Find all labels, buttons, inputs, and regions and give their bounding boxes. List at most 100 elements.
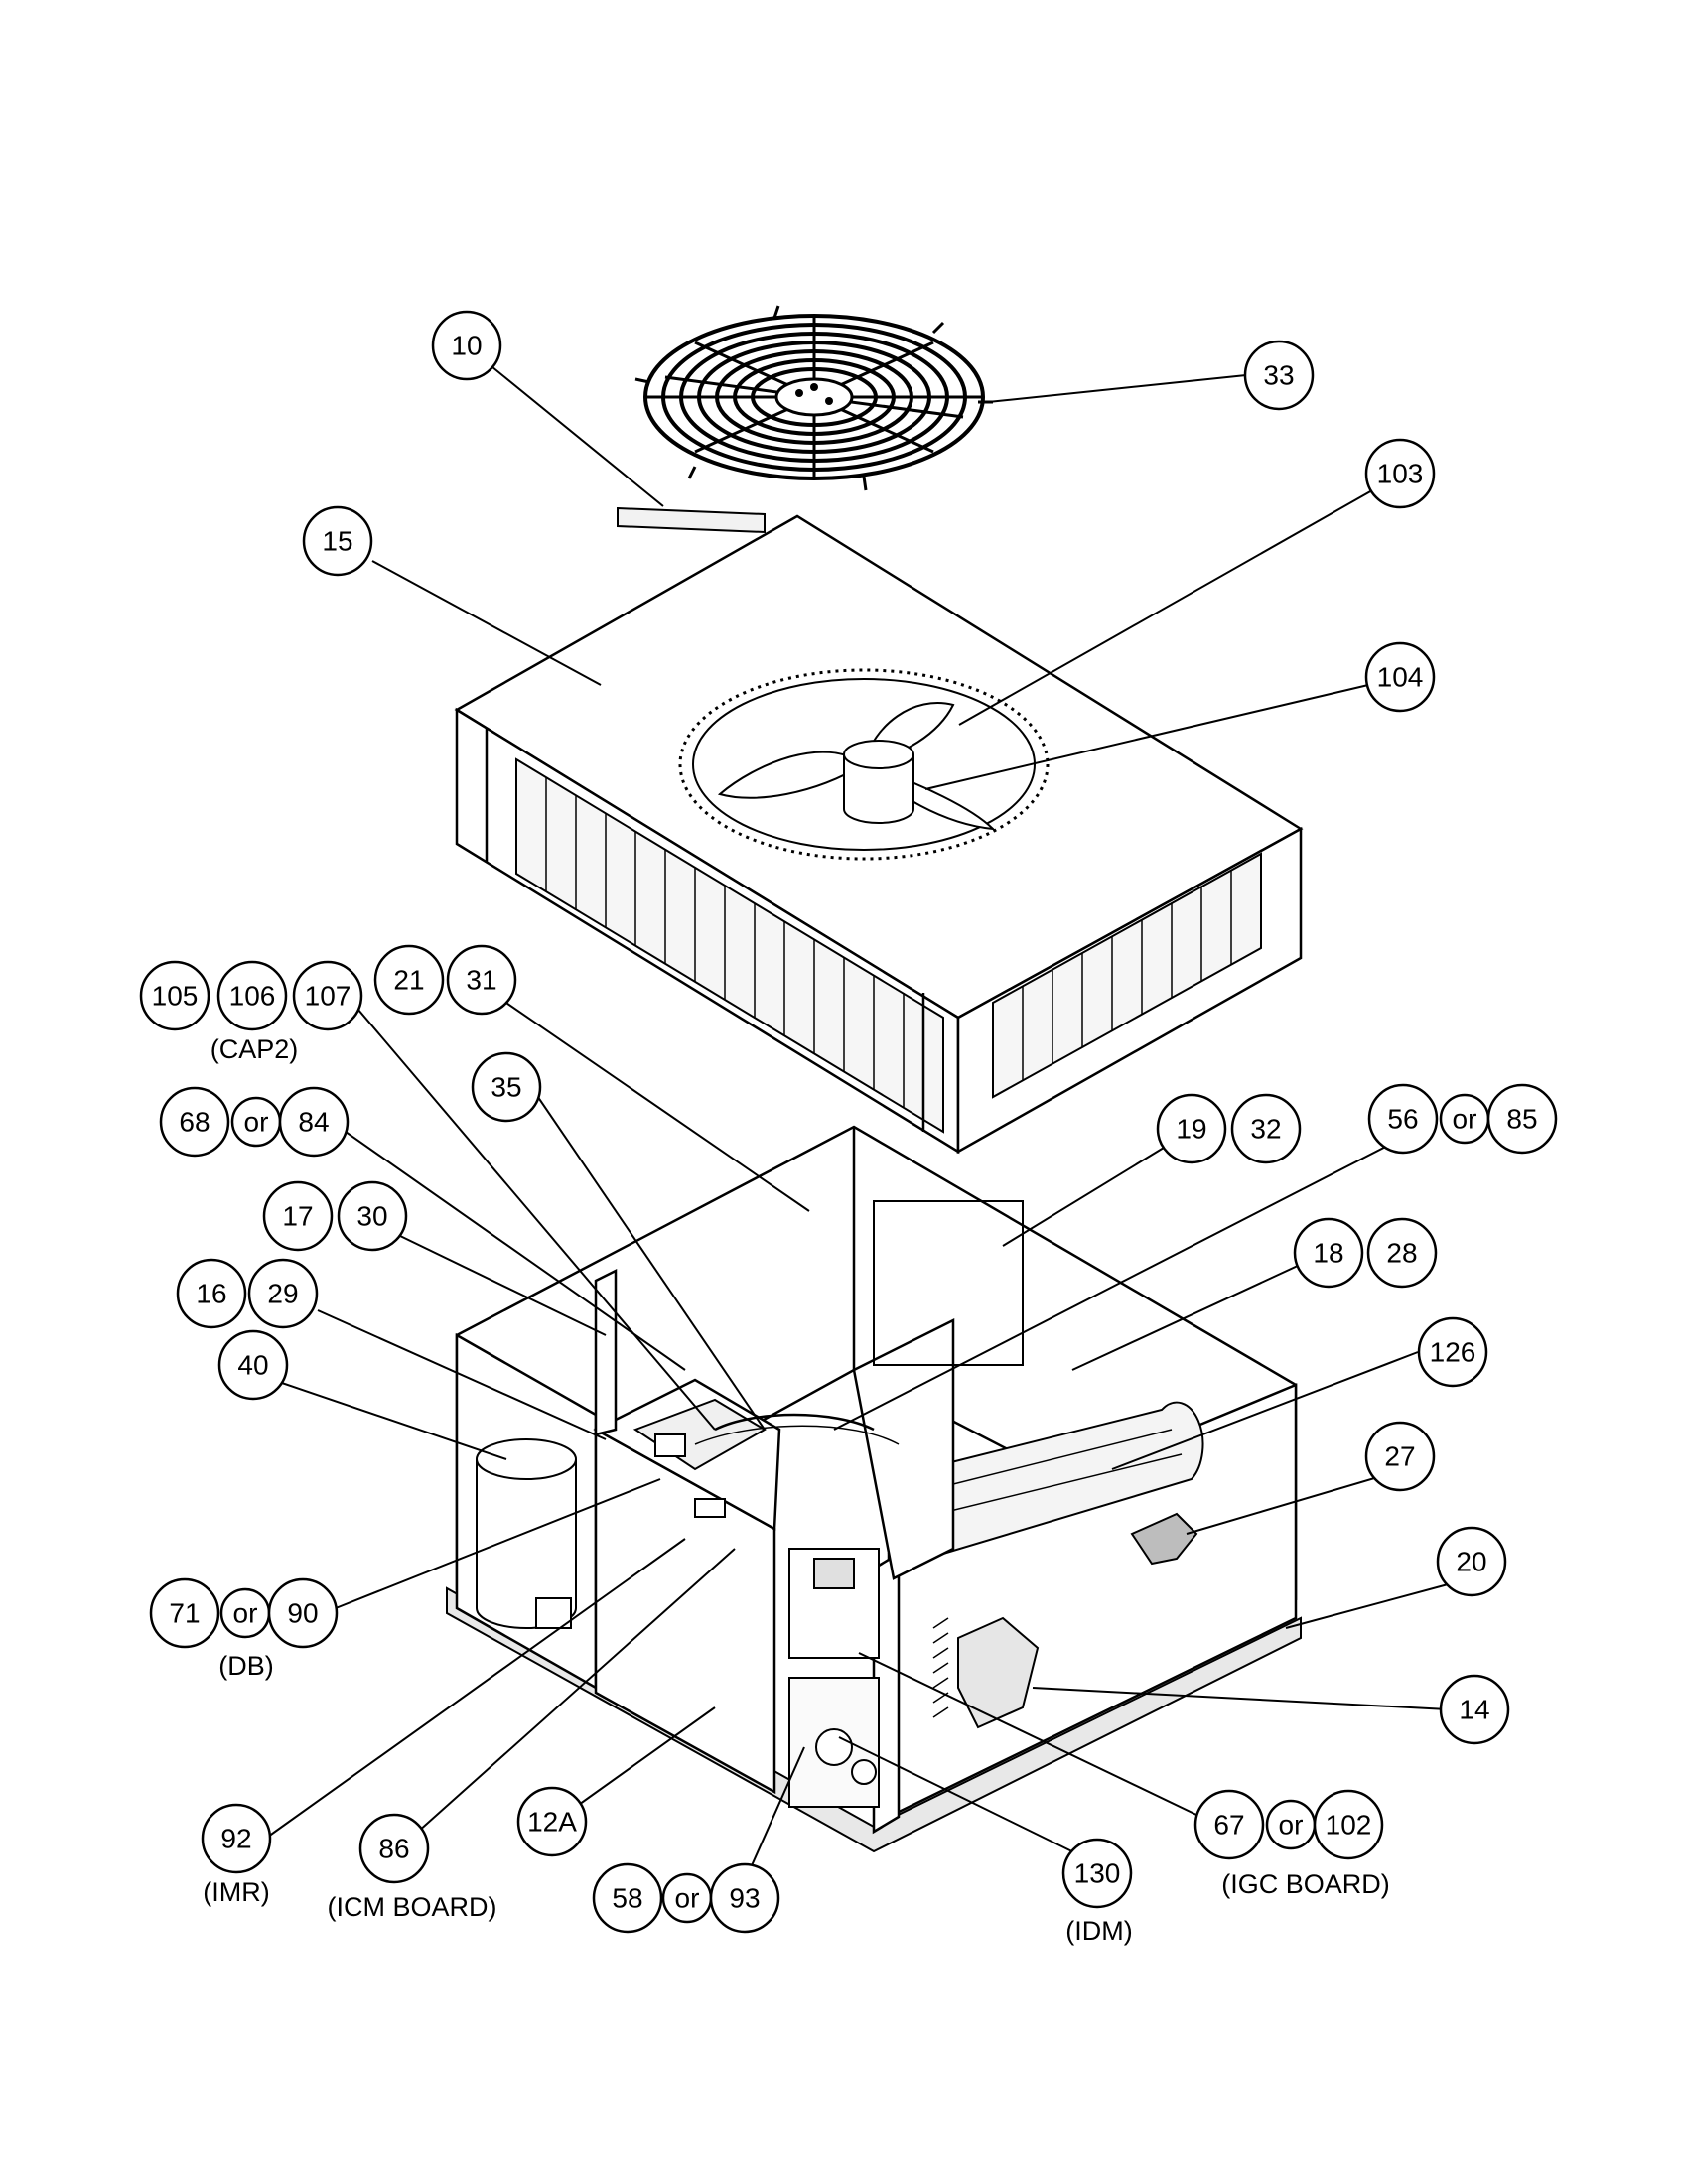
callout-35: 35 [471,1051,542,1123]
svg-text:105: 105 [152,981,199,1012]
callout-68: 68 [159,1086,230,1158]
indoor-coil [921,1401,1204,1556]
note-db: (DB) [218,1651,274,1681]
callout-71-or: or [219,1587,271,1639]
top-cover-assembly [454,514,1304,1155]
callout-86: 86 [358,1813,430,1884]
callout-30: 30 [337,1180,408,1252]
svg-text:40: 40 [237,1350,268,1381]
svg-text:or: or [233,1598,258,1629]
callout-71: 71 [149,1577,220,1649]
svg-text:35: 35 [491,1072,521,1103]
callout-56-or: or [1439,1093,1490,1145]
svg-text:130: 130 [1074,1858,1121,1889]
callout-29: 29 [247,1258,319,1329]
callout-31: 31 [446,944,517,1016]
callout-33: 33 [1243,340,1315,411]
callout-14: 14 [1439,1674,1510,1745]
fan-motor [843,740,914,824]
svg-text:or: or [1279,1810,1304,1841]
base-unit-assembly [446,1125,1302,1853]
svg-text:90: 90 [287,1598,318,1629]
callout-28: 28 [1366,1217,1438,1289]
callout-103: 103 [1364,438,1436,509]
svg-text:58: 58 [612,1883,642,1914]
svg-text:84: 84 [298,1107,329,1138]
callout-107: 107 [292,960,363,1031]
svg-text:67: 67 [1213,1810,1244,1841]
callout-12A: 12A [516,1786,588,1857]
svg-text:10: 10 [451,331,482,361]
callout-58: 58 [592,1862,663,1934]
svg-text:27: 27 [1384,1441,1415,1472]
svg-text:29: 29 [267,1279,298,1309]
svg-text:28: 28 [1386,1238,1417,1269]
callout-126: 126 [1417,1316,1488,1388]
callout-16: 16 [176,1258,247,1329]
top-decal [617,506,766,534]
svg-text:18: 18 [1313,1238,1343,1269]
svg-text:106: 106 [229,981,276,1012]
callout-18: 18 [1293,1217,1364,1289]
note-imr: (IMR) [203,1877,269,1907]
callout-27: 27 [1364,1421,1436,1492]
callout-21: 21 [373,944,445,1016]
svg-text:20: 20 [1456,1547,1486,1577]
callout-67-or: or [1265,1799,1317,1850]
callout-106: 106 [216,960,288,1031]
callout-17: 17 [262,1180,334,1252]
note-igc-board: (IGC BOARD) [1221,1869,1390,1899]
fan-grille [634,305,993,491]
svg-text:126: 126 [1430,1337,1476,1368]
svg-text:21: 21 [393,965,424,996]
svg-text:68: 68 [179,1107,210,1138]
svg-text:17: 17 [282,1201,313,1232]
callout-19: 19 [1156,1093,1227,1164]
callout-10: 10 [431,310,502,381]
callout-90: 90 [267,1577,339,1649]
callout-84: 84 [278,1086,350,1158]
svg-text:15: 15 [322,526,352,557]
svg-text:104: 104 [1377,662,1424,693]
svg-text:32: 32 [1250,1114,1281,1145]
callout-102: 102 [1313,1789,1384,1860]
svg-text:12A: 12A [527,1807,577,1838]
svg-text:92: 92 [220,1824,251,1854]
callout-40: 40 [217,1329,289,1401]
svg-text:or: or [244,1107,269,1138]
left-louvres [515,757,944,1134]
svg-text:30: 30 [356,1201,387,1232]
callout-92: 92 [201,1803,272,1874]
svg-text:or: or [675,1883,700,1914]
svg-text:103: 103 [1377,459,1424,489]
svg-text:71: 71 [169,1598,200,1629]
callout-105: 105 [139,960,210,1031]
callout-58-or: or [661,1872,713,1924]
svg-text:31: 31 [466,965,496,996]
callout-104: 104 [1364,641,1436,713]
callout-85: 85 [1486,1083,1558,1155]
svg-text:93: 93 [729,1883,760,1914]
callout-15: 15 [302,505,373,577]
svg-text:14: 14 [1459,1695,1489,1725]
callout-67: 67 [1193,1789,1265,1860]
note-idm: (IDM) [1065,1916,1132,1946]
note-cap2: (CAP2) [210,1034,299,1064]
svg-text:86: 86 [378,1834,409,1864]
note-icm-board: (ICM BOARD) [328,1892,497,1922]
callout-56: 56 [1367,1083,1439,1155]
callout-68-or: or [230,1096,282,1148]
svg-text:16: 16 [196,1279,226,1309]
svg-text:33: 33 [1263,360,1294,391]
callout-20: 20 [1436,1526,1507,1597]
leader-lines [267,361,1453,1882]
svg-text:56: 56 [1387,1104,1418,1135]
svg-text:or: or [1453,1104,1477,1135]
svg-text:102: 102 [1326,1810,1372,1841]
svg-text:85: 85 [1506,1104,1537,1135]
svg-text:107: 107 [305,981,351,1012]
callout-32: 32 [1230,1093,1302,1164]
callout-93: 93 [709,1862,780,1934]
compressor [476,1438,577,1629]
